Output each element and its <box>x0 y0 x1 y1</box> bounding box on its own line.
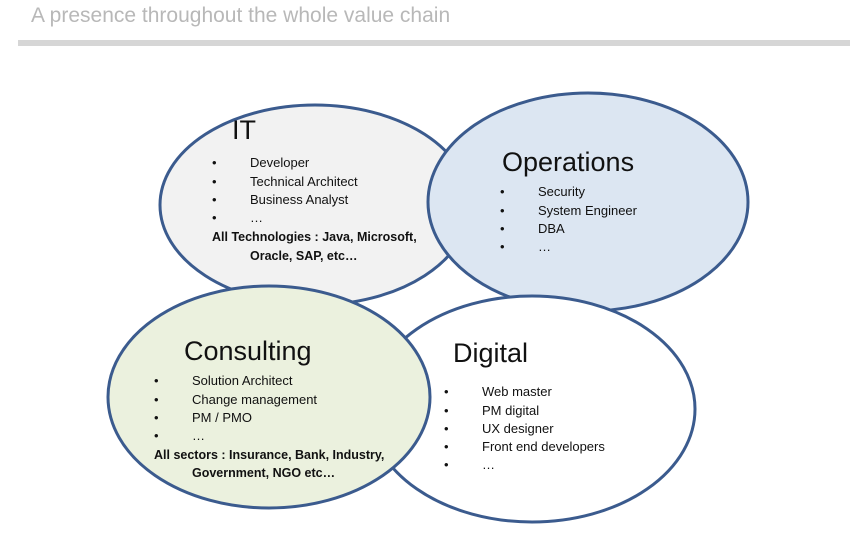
bullet: • <box>154 428 159 443</box>
operations-group: Operations • Security • System Engineer … <box>426 91 750 313</box>
consulting-title: Consulting <box>184 336 312 366</box>
list-item: Security <box>538 184 585 199</box>
list-item: Business Analyst <box>250 192 349 207</box>
consulting-ellipse <box>106 284 432 510</box>
bullet: • <box>500 184 505 199</box>
bullet: • <box>212 192 217 207</box>
list-item: … <box>538 239 551 254</box>
list-item: Developer <box>250 155 310 170</box>
digital-group: Digital • Web master • PM digital • UX d… <box>367 294 697 524</box>
bullet: • <box>444 421 449 436</box>
it-title: IT <box>232 115 256 145</box>
consulting-group: Consulting • Solution Architect • Change… <box>106 284 432 510</box>
list-item: Front end developers <box>482 439 605 454</box>
divider <box>18 40 850 46</box>
bullet: • <box>500 203 505 218</box>
list-item: Solution Architect <box>192 373 293 388</box>
list-item: … <box>250 210 263 225</box>
bullet: • <box>212 210 217 225</box>
list-item: … <box>482 457 495 472</box>
bullet: • <box>212 174 217 189</box>
list-item: DBA <box>538 221 565 236</box>
list-item: Change management <box>192 392 317 407</box>
bullet: • <box>154 410 159 425</box>
bullet: • <box>444 439 449 454</box>
bullet: • <box>154 392 159 407</box>
bullet: • <box>500 221 505 236</box>
list-item: Technical Architect <box>250 174 358 189</box>
list-item: Web master <box>482 384 553 399</box>
list-item: PM digital <box>482 403 539 418</box>
bullet: • <box>500 239 505 254</box>
bullet: • <box>212 155 217 170</box>
bullet: • <box>154 373 159 388</box>
operations-ellipse <box>426 91 750 313</box>
bullet: • <box>444 403 449 418</box>
subtitle: A presence throughout the whole value ch… <box>31 4 451 27</box>
digital-title: Digital <box>453 338 528 368</box>
list-item: PM / PMO <box>192 410 252 425</box>
operations-title: Operations <box>502 147 634 177</box>
list-item: System Engineer <box>538 203 638 218</box>
it-note: Oracle, SAP, etc… <box>250 249 357 263</box>
consulting-note: Government, NGO etc… <box>192 466 335 480</box>
bullet: • <box>444 457 449 472</box>
it-group: IT • Developer • Technical Architect • B… <box>158 103 472 307</box>
list-item: UX designer <box>482 421 554 436</box>
list-item: … <box>192 428 205 443</box>
it-note: All Technologies : Java, Microsoft, <box>212 230 417 244</box>
bullet: • <box>444 384 449 399</box>
consulting-note: All sectors : Insurance, Bank, Industry, <box>154 448 384 462</box>
